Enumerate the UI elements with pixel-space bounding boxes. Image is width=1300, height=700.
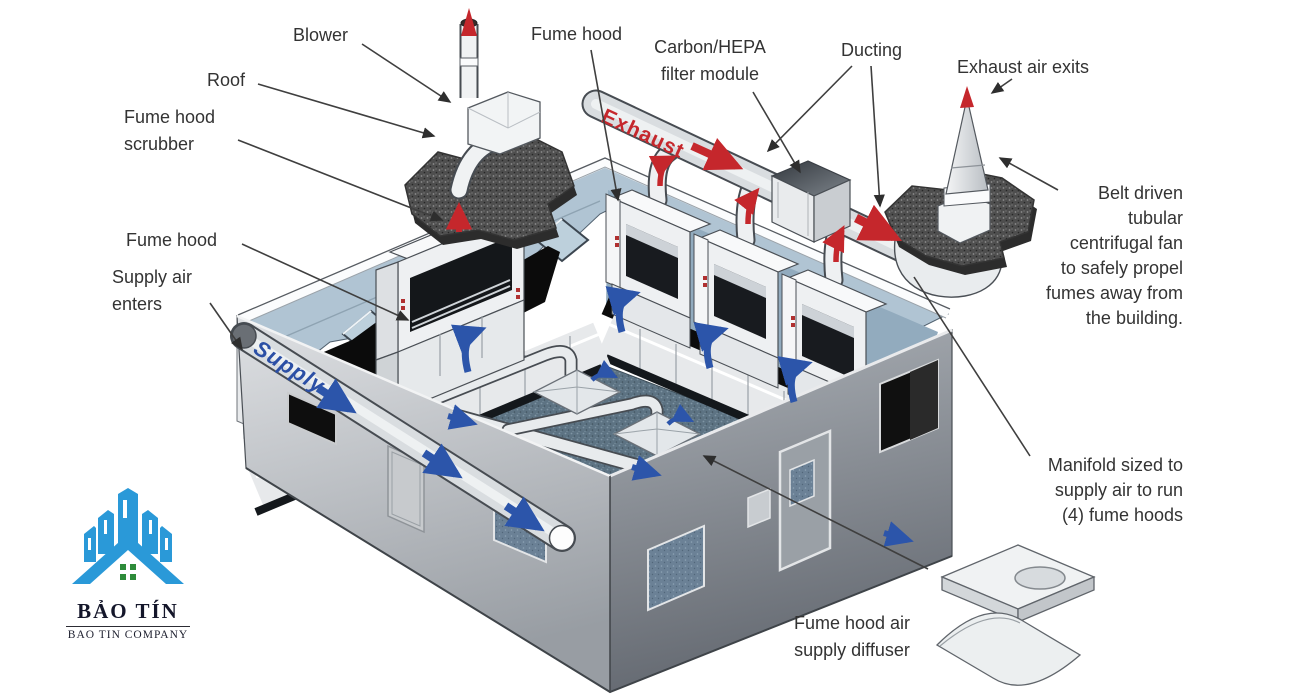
diffuser-plate-hole <box>1014 566 1066 590</box>
leader-scrubber <box>237 139 444 222</box>
leader-diffuser <box>702 455 929 570</box>
label-exhaust-air-exits: Exhaust air exits <box>957 57 1090 77</box>
exhaust-exit-arrow <box>960 86 974 108</box>
floor-diffuser-2 <box>612 411 702 457</box>
label-fume-hood-left: Fume hood <box>126 230 218 250</box>
logo-company: BAO TIN COMPANY <box>67 629 189 641</box>
leader-fume-hood-top <box>590 49 622 202</box>
bao-tin-logo: BẢO TÍN BAO TIN COMPANY <box>62 488 194 641</box>
leader-blower <box>361 43 452 103</box>
left-fume-hood-assembly <box>375 8 577 421</box>
supply-duct: Supply <box>230 322 576 552</box>
leader-fume-hood-left <box>241 243 410 321</box>
carbon-hepa-filter-cube <box>770 160 852 243</box>
leader-supply-enters <box>209 302 243 351</box>
leader-carbon-hepa <box>752 91 801 174</box>
label-carbon-hepa: Carbon/HEPA filter module <box>654 37 766 84</box>
label-manifold: Manifold sized to supply air to run (4) … <box>1047 455 1183 525</box>
right-wall-door <box>778 429 832 572</box>
label-diffuser: Fume hood air supply diffuser <box>793 613 911 660</box>
exterior-walls <box>236 314 953 694</box>
blower-unit <box>467 91 541 155</box>
right-wall-window-low <box>647 524 705 612</box>
fan-cone <box>945 97 989 195</box>
leader-manifold <box>913 276 1031 457</box>
leader-lines <box>209 43 1059 570</box>
logo-rule <box>66 626 190 627</box>
diffuser-exploded-view <box>935 544 1096 686</box>
label-belt-fan: Belt driven tubular centrifugal fan to s… <box>1045 183 1183 328</box>
leader-roof <box>257 83 436 139</box>
floor-diffuser-1 <box>532 369 622 415</box>
leader-belt-fan <box>998 157 1059 191</box>
diffuser-deflector <box>935 612 1082 686</box>
label-ducting: Ducting <box>841 40 903 60</box>
leader-ducting-2 <box>870 65 885 208</box>
label-fume-hood-scrubber: Fume hood scrubber <box>124 107 216 154</box>
label-supply-air-enters: Supply air enters <box>112 267 193 314</box>
supply-duct-open-end <box>548 524 576 552</box>
label-roof: Roof <box>207 70 246 90</box>
leader-exhaust-exits <box>990 78 1013 94</box>
logo-building-icon <box>72 488 184 584</box>
logo-name: BẢO TÍN <box>77 599 179 623</box>
label-blower: Blower <box>293 25 349 45</box>
logo-green-windows <box>120 564 136 580</box>
label-fume-hood-top: Fume hood <box>531 24 623 44</box>
airflow-arrows <box>447 286 914 547</box>
leader-ducting-1 <box>766 65 853 153</box>
